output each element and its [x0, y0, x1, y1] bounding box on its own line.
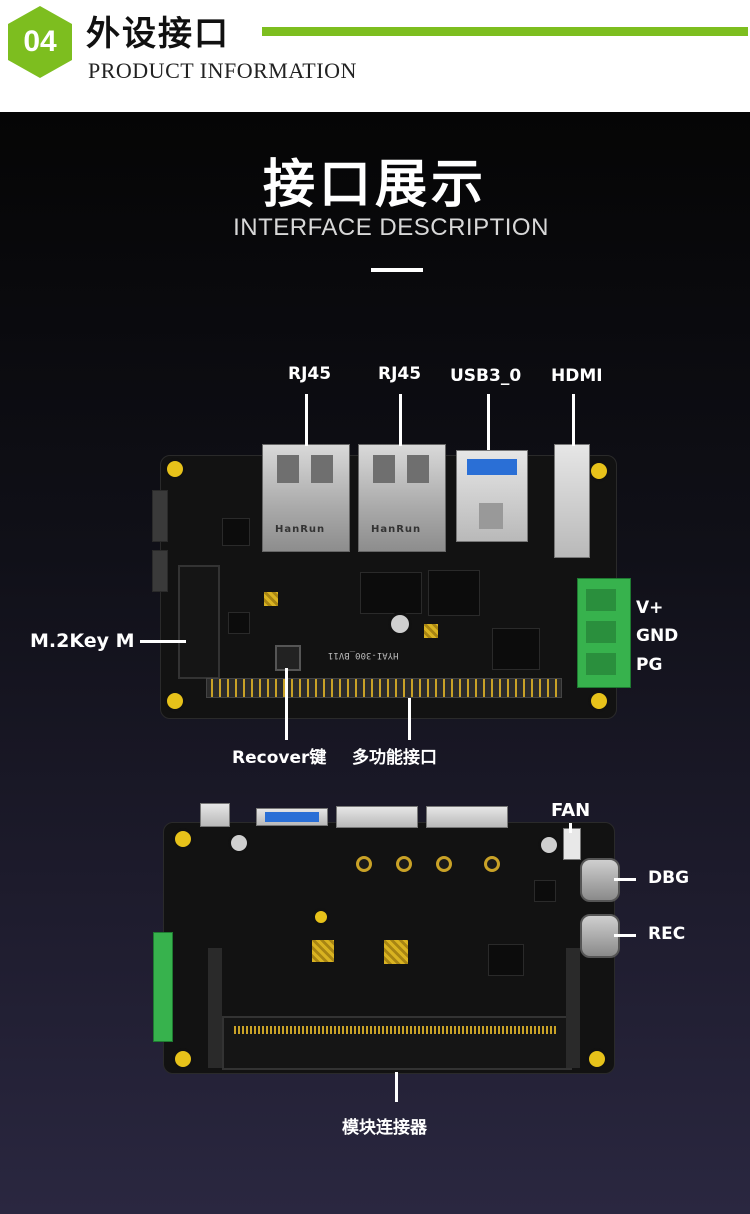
side-connector [152, 550, 168, 592]
rj45-jack-2: HanRun [358, 444, 446, 552]
label-rj45-2: RJ45 [378, 364, 422, 384]
module-connector [222, 1016, 572, 1070]
callout-line-multi [408, 698, 411, 740]
panel-title: 接口展示 [262, 155, 487, 215]
label-pg: PG [636, 655, 663, 675]
label-dbg: DBG [648, 868, 690, 888]
label-rj45-1: RJ45 [288, 364, 332, 384]
callout-line-recover [285, 668, 288, 740]
mounting-hole [164, 458, 186, 480]
label-usb3: USB3_0 [450, 366, 522, 386]
ic-chip [222, 518, 250, 546]
label-rec: REC [648, 924, 686, 944]
center-screw [388, 612, 412, 636]
gold-pad [264, 592, 278, 606]
mounting-hole [172, 828, 194, 850]
gold-pad [312, 940, 334, 962]
gold-pad [384, 940, 408, 964]
top-edge-connector [200, 803, 230, 827]
callout-line-module [395, 1072, 398, 1102]
recover-button [275, 645, 301, 671]
title-accent-line [262, 27, 748, 36]
callout-line-usb3 [487, 394, 490, 450]
label-multi-function: 多功能接口 [352, 748, 437, 768]
panel-subtitle: INTERFACE DESCRIPTION [233, 214, 549, 241]
module-rail-left [208, 948, 222, 1068]
memory-chip [428, 570, 480, 616]
section-number: 04 [23, 25, 57, 58]
mounting-hole [312, 908, 330, 926]
section-number-badge: 04 [8, 6, 72, 78]
callout-line-hdmi [572, 394, 575, 446]
usb3-port [456, 450, 528, 542]
multi-function-header [206, 678, 562, 698]
ic-chip [228, 612, 250, 634]
fan-connector [563, 828, 581, 860]
mounting-hole [172, 1048, 194, 1070]
ring-pad [436, 856, 452, 872]
module-rail-right [566, 948, 580, 1068]
label-gnd: GND [636, 626, 679, 646]
label-vplus: V+ [636, 598, 664, 618]
rj45-jack-1: HanRun [262, 444, 350, 552]
ring-pad [356, 856, 372, 872]
hdmi-port [554, 444, 590, 558]
ic-chip [534, 880, 556, 902]
callout-line-rj45-2 [399, 394, 402, 446]
gold-pad [424, 624, 438, 638]
top-edge-rj45 [336, 806, 418, 828]
jack-brand-label: HanRun [275, 524, 326, 535]
callout-line-rj45-1 [305, 394, 308, 446]
panel-title-divider [371, 268, 423, 272]
rec-usb-c-port [580, 914, 620, 958]
label-m2: M.2Key M [30, 630, 135, 652]
ic-chip [492, 628, 540, 670]
label-module-connector: 模块连接器 [342, 1118, 427, 1138]
label-hdmi: HDMI [551, 366, 603, 386]
mounting-hole [588, 690, 610, 712]
soc-chip [360, 572, 422, 614]
mounting-hole [164, 690, 186, 712]
side-connector [152, 490, 168, 542]
mounting-hole [586, 1048, 608, 1070]
callout-line-fan [569, 823, 572, 833]
ring-pad [396, 856, 412, 872]
mounting-hole [538, 834, 560, 856]
top-edge-usb [256, 808, 328, 826]
board-model-silkscreen: HYAI-300_BV11 [328, 650, 399, 660]
side-green-connector [153, 932, 173, 1042]
callout-line-dbg [614, 878, 636, 881]
callout-line-rec [614, 934, 636, 937]
ring-pad [484, 856, 500, 872]
callout-line-m2 [140, 640, 186, 643]
ic-chip [488, 944, 524, 976]
jack-brand-label: HanRun [371, 524, 422, 535]
power-terminal [577, 578, 631, 688]
section-subtitle: PRODUCT INFORMATION [88, 58, 357, 83]
mounting-hole [588, 460, 610, 482]
section-title: 外设接口 [86, 14, 230, 54]
section-header: 04 外设接口 PRODUCT INFORMATION [0, 0, 750, 112]
label-recover: Recover键 [232, 748, 327, 768]
m2-slot [178, 565, 220, 679]
label-fan: FAN [551, 800, 591, 821]
mounting-hole [228, 832, 250, 854]
top-edge-rj45 [426, 806, 508, 828]
